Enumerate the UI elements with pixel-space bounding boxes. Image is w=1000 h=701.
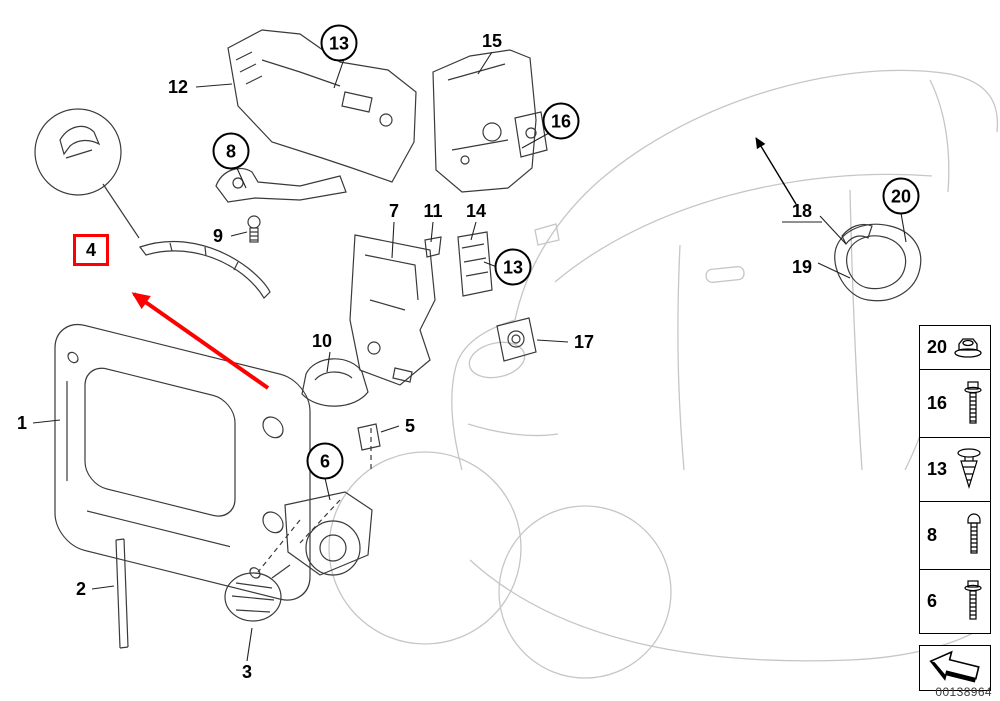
legend-label-13: 13 (927, 459, 948, 479)
legend-label-6: 6 (927, 591, 938, 611)
hex-flange-bolt-icon (964, 380, 982, 424)
callout-9[interactable]: 9 (212, 226, 224, 246)
front-left-direction-arrow-icon (929, 650, 980, 683)
callout-17[interactable]: 17 (573, 332, 595, 352)
direction-arrow-box (919, 645, 991, 691)
highlight-arrow (131, 292, 270, 390)
callout-20[interactable]: 20 (882, 177, 920, 215)
callout-11[interactable]: 11 (423, 201, 443, 221)
part-8-bracket (215, 167, 347, 243)
legend-label-20: 20 (927, 337, 948, 357)
callout-2[interactable]: 2 (75, 579, 87, 599)
part-6-assembly (257, 423, 381, 576)
part-18-19-handle (834, 223, 922, 302)
pan-head-screw-icon (967, 512, 981, 554)
callout-5[interactable]: 5 (404, 416, 416, 436)
part-11-14-17 (424, 231, 537, 362)
part-7-bracket (349, 234, 436, 386)
part-10-bracket (301, 358, 369, 407)
part-15-panel (432, 49, 548, 193)
part-12-panel (227, 29, 417, 183)
callout-13-mid[interactable]: 13 (494, 248, 532, 286)
legend-item-13: 13 (920, 437, 990, 501)
locator-arrow (755, 137, 797, 205)
legend-item-20: 20 (920, 326, 990, 369)
callout-16[interactable]: 16 (542, 102, 580, 140)
legend-label-16: 16 (927, 393, 948, 413)
callout-10[interactable]: 10 (311, 331, 333, 351)
flange-nut-icon (954, 337, 982, 358)
legend-item-16: 16 (920, 369, 990, 437)
callout-13-top[interactable]: 13 (320, 24, 358, 62)
part-1-front-panel (54, 323, 311, 601)
car-silhouette (328, 69, 999, 679)
callout-3[interactable]: 3 (241, 662, 253, 682)
legend-item-6: 6 (920, 569, 990, 633)
callout-18[interactable]: 18 (791, 201, 813, 221)
hardware-legend: 20 16 13 8 (919, 325, 991, 634)
callout-14[interactable]: 14 (465, 201, 487, 221)
legend-item-8: 8 (920, 501, 990, 569)
callout-1[interactable]: 1 (16, 413, 28, 433)
callout-19[interactable]: 19 (791, 257, 813, 277)
callout-12[interactable]: 12 (167, 77, 189, 97)
callout-15[interactable]: 15 (481, 31, 503, 51)
expansion-rivet-icon (957, 447, 981, 489)
part-4-strip (34, 108, 271, 299)
hex-flange-screw-icon (964, 579, 982, 620)
leader-lines (32, 51, 907, 662)
part-2-3 (115, 538, 291, 649)
callout-7[interactable]: 7 (388, 201, 400, 221)
diagram-part-number: 00138964 (935, 685, 992, 699)
legend-label-8: 8 (927, 525, 938, 545)
callout-4-selected[interactable]: 4 (72, 234, 110, 266)
callout-8[interactable]: 8 (212, 132, 250, 170)
callout-6[interactable]: 6 (306, 442, 344, 480)
